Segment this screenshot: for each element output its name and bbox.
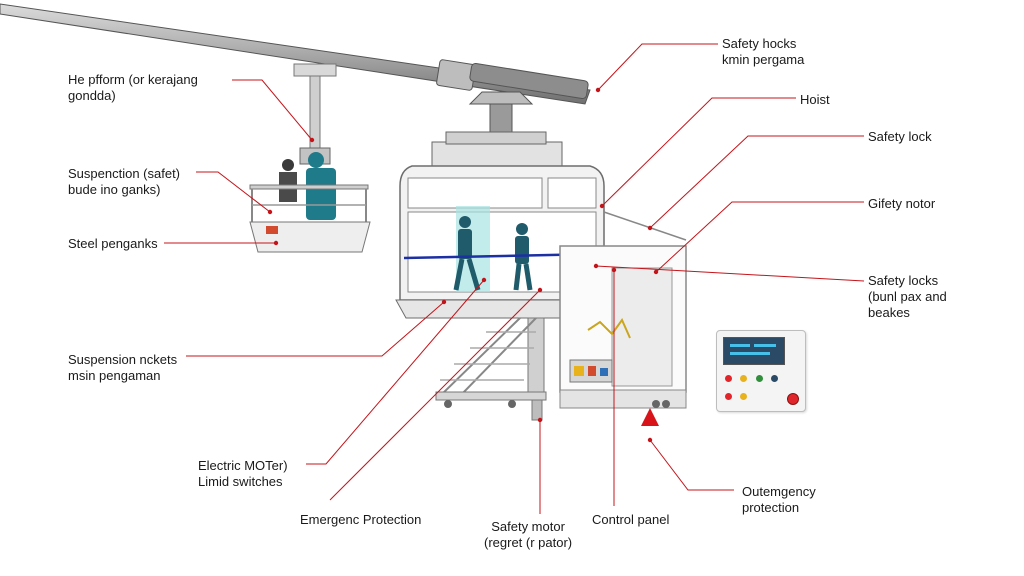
leader-lines bbox=[164, 43, 865, 514]
overhead-beam bbox=[0, 3, 591, 105]
label-hoist: Hoist bbox=[800, 92, 830, 107]
label-safety-motor-bottom: Safety motor(regret (r pator) bbox=[484, 519, 573, 550]
leader-safety-locks-right bbox=[593, 263, 865, 282]
leader-safety-hocks bbox=[595, 43, 718, 93]
leader-suspension-top bbox=[196, 171, 273, 215]
worker-figure-cabin-1 bbox=[453, 216, 481, 291]
label-emergenc: Emergenc Protection bbox=[300, 512, 422, 527]
label-electric: Electric MOTer)Limid switches bbox=[198, 458, 288, 489]
status-lights bbox=[723, 371, 783, 407]
leader-platform bbox=[232, 79, 315, 143]
hoist-assembly bbox=[431, 91, 563, 167]
emergency-stop-button[interactable] bbox=[787, 393, 799, 405]
leader-suspension-locks bbox=[186, 299, 447, 357]
label-gifety-motor: Gifety notor bbox=[868, 196, 936, 211]
leader-electric bbox=[306, 277, 487, 465]
leader-safety-lock bbox=[647, 135, 864, 231]
leader-emergenc bbox=[329, 287, 543, 501]
label-steel: Steel penganks bbox=[68, 236, 158, 251]
leader-outemgency bbox=[647, 437, 734, 491]
alert-triangle-icon bbox=[641, 408, 659, 426]
label-safety-lock: Safety lock bbox=[868, 129, 932, 144]
leader-hoist bbox=[599, 97, 796, 209]
control-panel-device bbox=[716, 330, 806, 412]
leader-gifety-motor bbox=[653, 201, 864, 275]
small-platform bbox=[249, 63, 371, 253]
worker-figure-cabin-2 bbox=[513, 223, 533, 291]
label-suspension-top: Suspenction (safet)bude ino ganks) bbox=[68, 166, 181, 197]
label-control-panel: Control panel bbox=[592, 512, 670, 527]
support-structure bbox=[435, 317, 547, 421]
control-screen bbox=[723, 337, 785, 365]
machinery-frame bbox=[559, 211, 687, 409]
